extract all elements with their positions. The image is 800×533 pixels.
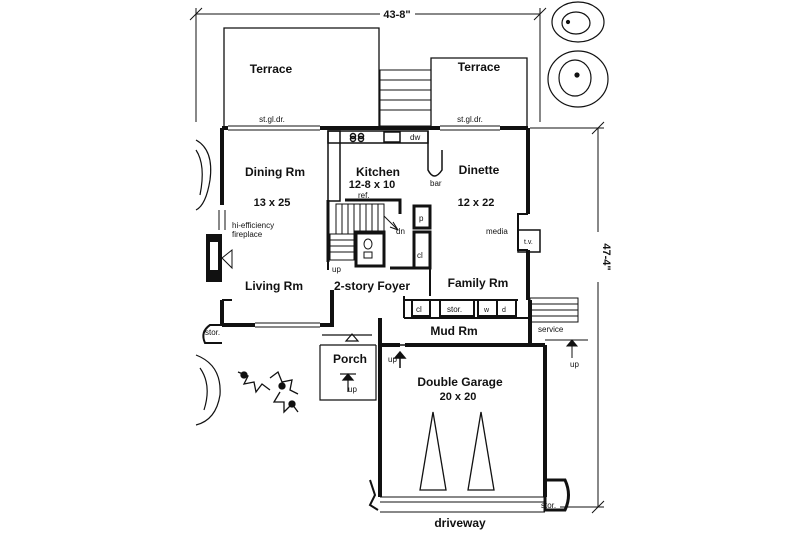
washer-label: w	[483, 307, 490, 314]
staircase	[329, 203, 399, 261]
family-room-label: Family Rm	[448, 276, 509, 290]
sliding-door-left-label: st.gl.dr.	[259, 115, 285, 124]
dining-room-size-label: 13 x 25	[254, 197, 291, 209]
kitchen-size-label: 12-8 x 10	[349, 179, 395, 191]
closet-2-label: cl	[416, 305, 422, 314]
plants-porch	[237, 370, 299, 414]
living-room-label: Living Rm	[245, 279, 303, 293]
foyer-label: 2-story Foyer	[334, 279, 410, 293]
fireplace-label-text: hi-efficiency	[232, 221, 274, 230]
garage-up-label: up	[388, 355, 397, 364]
garage-label: Double Garage	[417, 375, 503, 389]
left-window	[218, 210, 226, 230]
garage-walls	[378, 343, 547, 497]
service-entry	[529, 297, 588, 358]
storage-mud-label: stor.	[447, 305, 462, 314]
garage-car-markers	[419, 411, 495, 491]
porch-outline	[319, 333, 377, 401]
sliding-door-right-label: st.gl.dr.	[457, 115, 483, 124]
sliding-glass-doors	[228, 125, 500, 328]
kitchen-bar	[427, 131, 443, 177]
terrace-steps	[379, 69, 432, 127]
shrubs-left	[195, 139, 221, 426]
pantry-and-closet	[390, 204, 432, 270]
porch-label: Porch	[333, 352, 367, 366]
terrace-right-label: Terrace	[458, 60, 501, 74]
tv-label: t.v.	[524, 239, 533, 246]
terrace-left-label: Terrace	[250, 62, 293, 76]
fireplace-label-text-line2: fireplace	[232, 230, 263, 239]
storage-left-label: stor.	[205, 328, 220, 337]
mud-room-fixtures	[404, 299, 530, 319]
garage-door	[380, 496, 545, 503]
interior-partitions	[222, 262, 431, 318]
down-label: dn	[396, 227, 405, 236]
mud-room-label: Mud Rm	[430, 324, 477, 338]
garage-left-jog	[368, 479, 379, 511]
dryer-label: d	[502, 307, 506, 314]
overall-width-label: 43-8"	[383, 9, 410, 21]
pantry-label: p	[419, 214, 424, 223]
bar-label: bar	[430, 179, 442, 188]
depth-dimension-line	[530, 121, 605, 514]
shrubs-top-right	[547, 1, 609, 108]
service-up-label: up	[570, 360, 579, 369]
garage-size-label: 20 x 20	[440, 391, 477, 403]
fireplace	[206, 234, 233, 282]
fireplace-label: hi-efficiency fireplace	[232, 221, 276, 239]
overall-depth-label: 47-4"	[600, 243, 612, 270]
media-label: media	[486, 227, 508, 236]
terrace-left-outline	[223, 27, 380, 126]
dinette-label: Dinette	[459, 163, 500, 177]
media-niche	[517, 213, 541, 253]
driveway-label: driveway	[434, 516, 486, 530]
stair-up-label: up	[332, 265, 341, 274]
garage-entry-steps	[390, 344, 410, 368]
porch-up-label: up	[348, 385, 357, 394]
dinette-size-label: 12 x 22	[458, 197, 495, 209]
closet-1-label: cl	[417, 251, 423, 260]
storage-garage-label: stor.	[541, 501, 556, 510]
garage-storage	[543, 478, 570, 512]
left-storage	[202, 324, 222, 344]
service-label: service	[538, 325, 564, 334]
width-dimension-line	[189, 7, 547, 122]
dining-room-label: Dining Rm	[245, 165, 305, 179]
refrigerator-label: ref.	[358, 191, 370, 200]
kitchen-stair-walls	[326, 198, 402, 262]
kitchen-label: Kitchen	[356, 165, 400, 179]
powder-room	[354, 230, 386, 268]
dishwasher-label: dw	[410, 133, 420, 142]
